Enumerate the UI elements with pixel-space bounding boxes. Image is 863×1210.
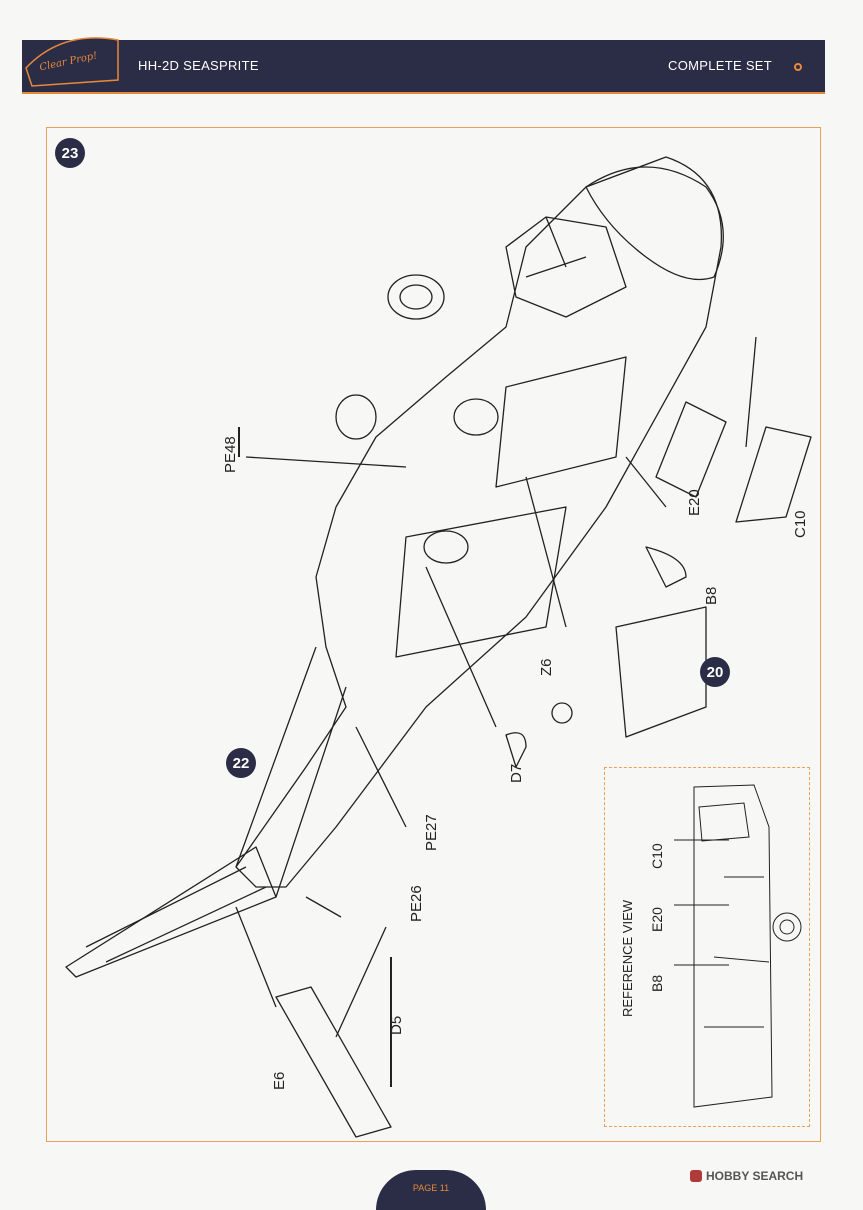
part-label-pe26: PE26 [408,885,425,922]
reference-view-title: REFERENCE VIEW [620,899,635,1017]
ref-label-c10: C10 [649,843,665,869]
header-bar [22,40,825,92]
ref-label-e20: E20 [649,907,665,932]
part-label-e20: E20 [686,489,703,516]
header-accent-line [22,92,825,94]
part-label-e6: E6 [271,1071,288,1090]
reference-drawing [674,784,802,1108]
hobby-search-icon [690,1170,702,1182]
reference-view-box [604,767,810,1127]
part-label-d7: D7 [508,763,525,783]
part-label-pe27: PE27 [423,814,440,851]
set-label: COMPLETE SET [668,58,773,73]
helicopter-drawing [65,156,812,1138]
step-20-badge: 20 [700,657,730,687]
part-label-b8: B8 [703,586,720,605]
part-label-c10: C10 [792,510,809,538]
step-23-badge: 23 [55,138,85,168]
part-label-z6: Z6 [538,658,555,676]
part-label-pe48: PE48 [222,436,239,473]
ref-label-b8: B8 [649,974,665,992]
page-number: PAGE 11 [412,1183,450,1193]
instruction-frame [46,127,821,1142]
bullet-dot-icon [794,63,802,71]
kit-title: HH-2D SEASPRITE [138,58,259,73]
brand-logo: Clear Prop! [22,28,120,94]
part-label-d5: D5 [388,1015,405,1035]
step-22-badge: 22 [226,748,256,778]
watermark: HOBBY SEARCH [706,1169,804,1183]
